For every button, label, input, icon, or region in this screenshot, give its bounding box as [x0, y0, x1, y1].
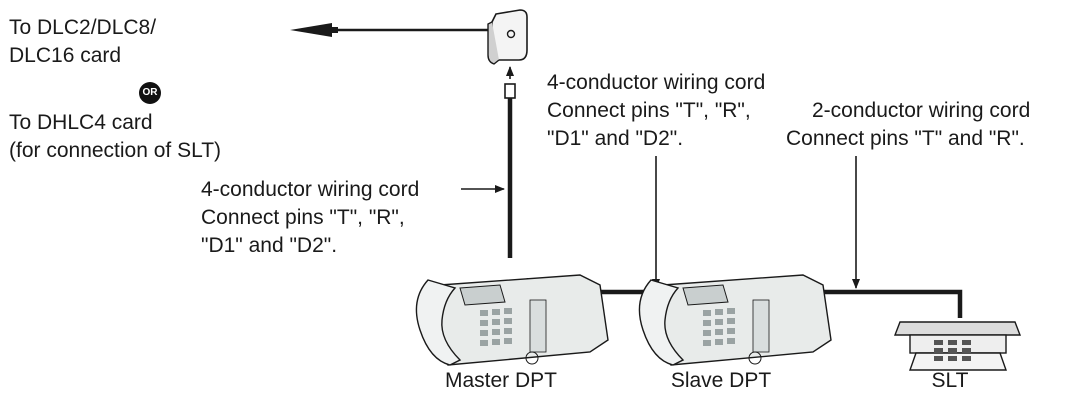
master-cord-label-line1: 4-conductor wiring cord [201, 178, 420, 201]
slave-cord-label-line1: 4-conductor wiring cord [547, 71, 766, 94]
dlc-card-label-line1: To DLC2/DLC8/ [9, 16, 157, 39]
slt-cord-label-line1: 2-conductor wiring cord [812, 99, 1031, 122]
or-badge: OR [139, 82, 161, 104]
modular-rosette-icon [487, 9, 528, 65]
slave-dpt-phone-icon [638, 274, 832, 366]
slave-cord-label-line2: Connect pins "T", "R", [547, 99, 751, 122]
master-cord-label-line2: Connect pins "T", "R", [201, 206, 405, 229]
slave-cord-label-line3: "D1" and "D2". [547, 127, 684, 150]
master-cord-label-line3: "D1" and "D2". [201, 234, 338, 257]
dlc-card-label-line2: DLC16 card [9, 44, 122, 67]
dhlc-card-label-line1: To DHLC4 card [9, 111, 153, 134]
slt-cord-label-line2: Connect pins "T" and "R". [786, 127, 1025, 150]
slt-phone-icon [893, 321, 1022, 371]
master-dpt-caption: Master DPT [444, 369, 557, 392]
slave-dpt-caption: Slave DPT [670, 369, 772, 392]
to-card-arrow [290, 23, 490, 37]
dhlc-card-label-line2: (for connection of SLT) [9, 139, 222, 162]
master-dpt-phone-icon [415, 274, 609, 366]
slt-caption: SLT [931, 369, 969, 392]
plug-arrow-icon [504, 66, 516, 99]
